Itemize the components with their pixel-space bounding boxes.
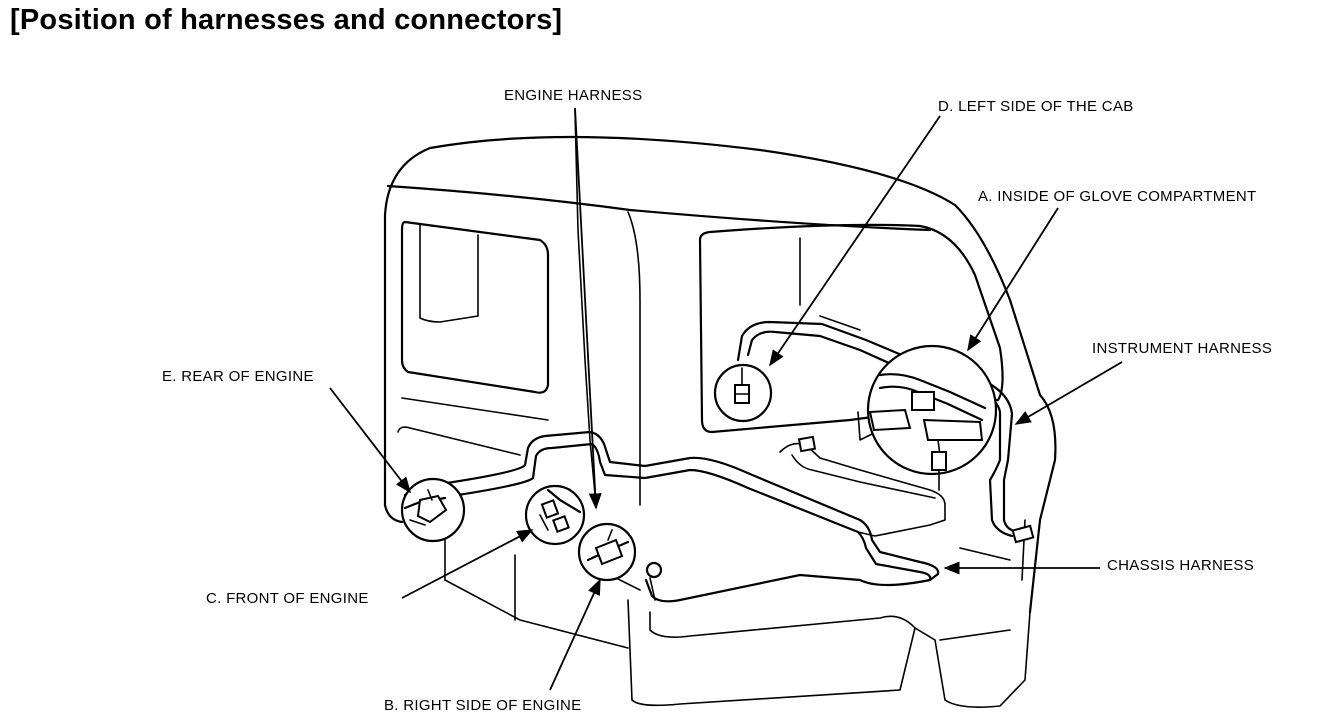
pointer-lines xyxy=(329,107,1123,691)
label-engine-harness: ENGINE HARNESS xyxy=(504,87,642,104)
detail-circle-c xyxy=(524,484,586,546)
label-front-of-engine: C. FRONT OF ENGINE xyxy=(206,590,369,607)
detail-circle-e xyxy=(400,477,466,543)
label-glove-compartment: A. INSIDE OF GLOVE COMPARTMENT xyxy=(978,188,1256,205)
label-instrument-harness: INSTRUMENT HARNESS xyxy=(1092,340,1272,357)
label-right-side-engine: B. RIGHT SIDE OF ENGINE xyxy=(384,697,581,714)
chassis-connector xyxy=(645,561,663,601)
dash-connector xyxy=(797,435,817,453)
detail-circle-a xyxy=(866,344,998,491)
label-rear-of-engine: E. REAR OF ENGINE xyxy=(162,368,314,385)
chassis-harness-wire xyxy=(403,430,946,603)
cab-body xyxy=(383,135,1057,708)
engine-harness-wire xyxy=(574,109,597,506)
label-chassis-harness: CHASSIS HARNESS xyxy=(1107,557,1254,574)
detail-circle-d xyxy=(713,363,773,423)
label-left-side-cab: D. LEFT SIDE OF THE CAB xyxy=(938,98,1134,115)
page-title: [Position of harnesses and connectors] xyxy=(10,4,563,36)
detail-circle-b xyxy=(577,522,637,582)
